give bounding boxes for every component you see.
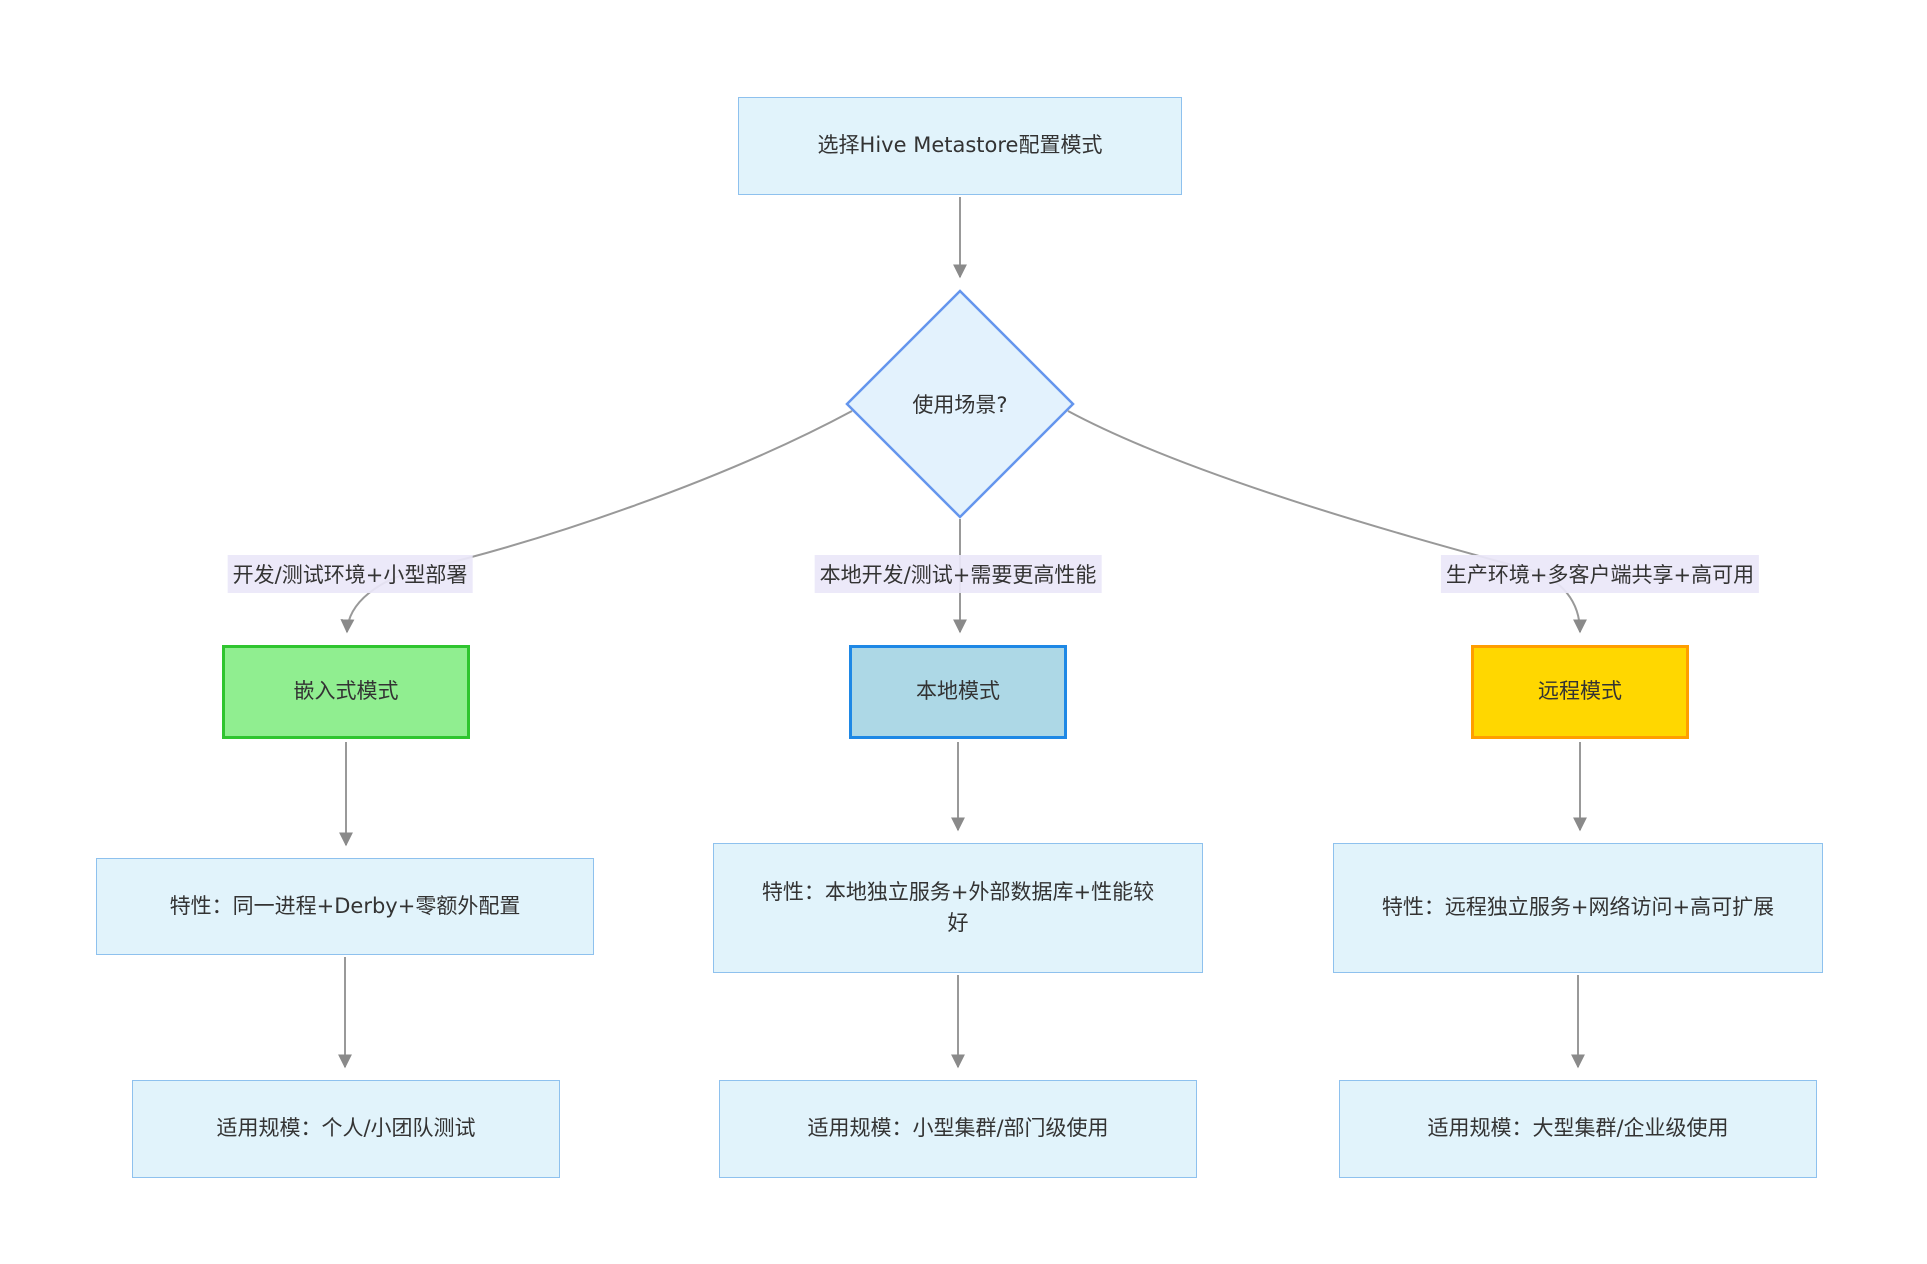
- edge-decision-to-mode-0: [340, 410, 853, 634]
- node-scale-2-label: 适用规模：大型集群/企业级使用: [1427, 1116, 1729, 1141]
- edge-label-condition-1: 本地开发/测试+需要更高性能: [814, 555, 1102, 593]
- edge-label-condition-2: 生产环境+多客户端共享+高可用: [1440, 555, 1760, 593]
- node-feature-2: 特性：远程独立服务+网络访问+高可扩展: [1333, 843, 1823, 973]
- node-feature-0: 特性：同一进程+Derby+零额外配置: [96, 858, 594, 955]
- node-mode-remote: 远程模式: [1471, 645, 1689, 739]
- node-mode-embedded: 嵌入式模式: [222, 645, 470, 739]
- node-scale-2: 适用规模：大型集群/企业级使用: [1339, 1080, 1817, 1178]
- node-scale-1: 适用规模：小型集群/部门级使用: [719, 1080, 1197, 1178]
- node-scale-0: 适用规模：个人/小团队测试: [132, 1080, 560, 1178]
- node-feature-1: 特性：本地独立服务+外部数据库+性能较好: [713, 843, 1203, 973]
- node-mode-local: 本地模式: [849, 645, 1067, 739]
- node-scale-1-label: 适用规模：小型集群/部门级使用: [807, 1116, 1109, 1141]
- node-scale-0-label: 适用规模：个人/小团队测试: [216, 1116, 476, 1141]
- edge-label-condition-0: 开发/测试环境+小型部署: [227, 555, 473, 593]
- node-mode-embedded-label: 嵌入式模式: [293, 679, 399, 704]
- node-feature-0-label: 特性：同一进程+Derby+零额外配置: [169, 893, 521, 918]
- node-mode-remote-label: 远程模式: [1538, 679, 1622, 704]
- node-feature-2-label: 特性：远程独立服务+网络访问+高可扩展: [1381, 895, 1775, 920]
- edge-decision-to-mode-2: [1067, 410, 1587, 634]
- node-root: 选择Hive Metastore配置模式: [738, 97, 1182, 195]
- node-decision-label: 使用场景?: [912, 393, 1008, 417]
- node-mode-local-label: 本地模式: [916, 679, 1000, 704]
- decision-diamond-shape: [845, 289, 1075, 519]
- node-feature-1-label: 特性：本地独立服务+外部数据库+性能较好: [761, 879, 1155, 936]
- node-root-label: 选择Hive Metastore配置模式: [817, 133, 1103, 158]
